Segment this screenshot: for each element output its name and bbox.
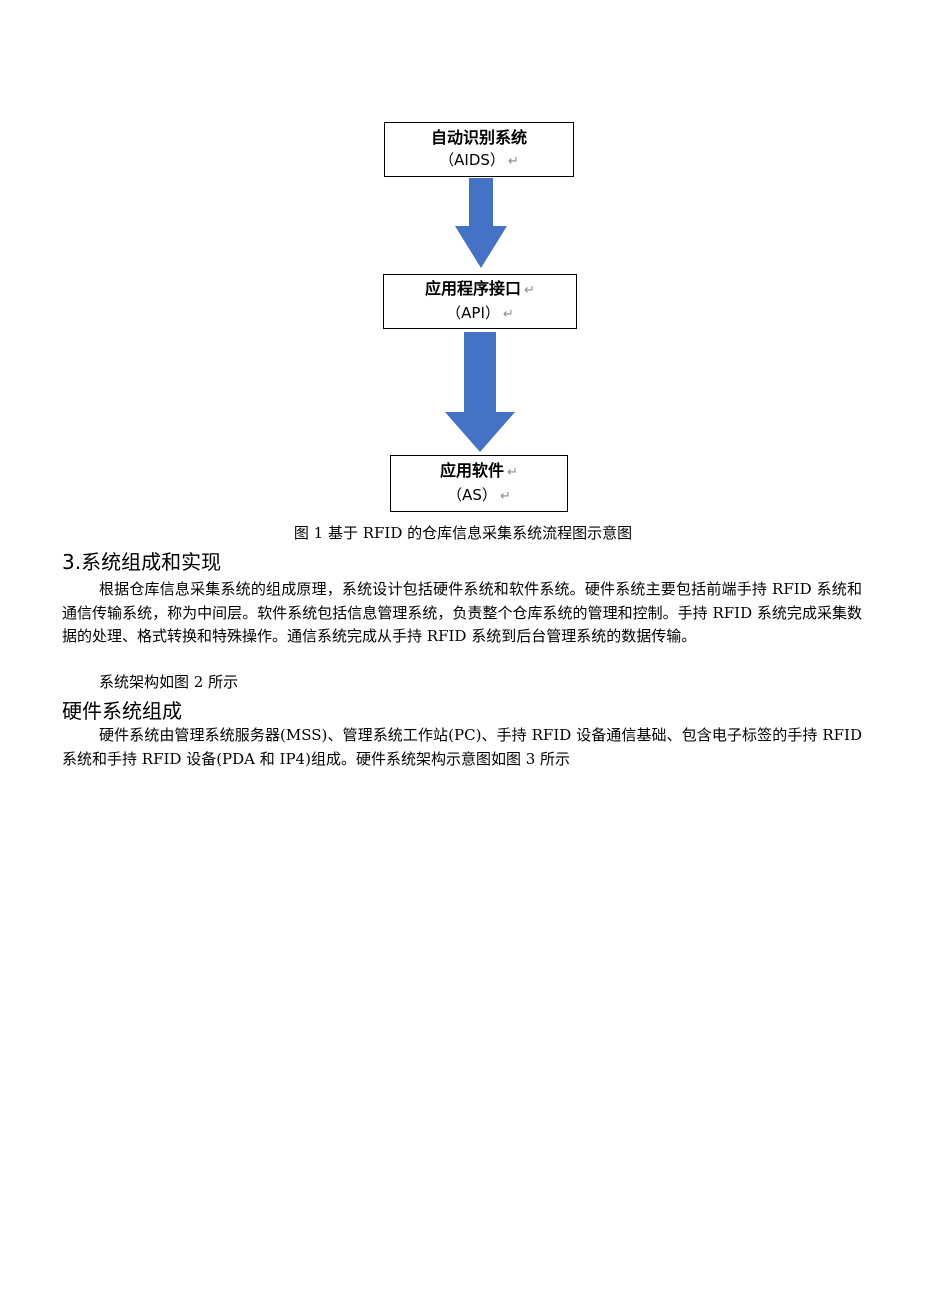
flow-box-api: 应用程序接口↵ （API）↵ — [383, 274, 577, 329]
return-mark-icon: ↵ — [524, 282, 535, 298]
return-mark-icon: ↵ — [499, 488, 511, 504]
return-mark-icon: ↵ — [502, 306, 514, 322]
down-arrow-icon — [455, 178, 507, 268]
figure-caption: 图 1 基于 RFID 的仓库信息采集系统流程图示意图 — [293, 524, 633, 542]
paragraph: 硬件系统由管理系统服务器(MSS)、管理系统工作站(PC)、手持 RFID 设备… — [62, 726, 862, 768]
box-api-sub: （API）↵ — [446, 303, 514, 322]
box-as-sub: （AS）↵ — [447, 485, 511, 504]
down-arrow-icon — [445, 332, 515, 452]
paragraph: 系统架构如图 2 所示 — [99, 673, 239, 691]
paragraph: 根据仓库信息采集系统的组成原理，系统设计包括硬件系统和软件系统。硬件系统主要包括… — [62, 580, 862, 645]
box-aids-sub: （AIDS）↵ — [439, 150, 519, 169]
box-api-title: 应用程序接口↵ — [425, 278, 535, 298]
return-mark-icon: ↵ — [507, 153, 519, 169]
box-aids-title: 自动识别系统 — [430, 127, 527, 147]
flow-box-aids: 自动识别系统 （AIDS）↵ — [384, 122, 574, 177]
box-as-title: 应用软件↵ — [440, 460, 518, 480]
section-heading: 3.系统组成和实现 — [62, 550, 222, 574]
subsection-heading: 硬件系统组成 — [62, 699, 182, 723]
flow-box-as: 应用软件↵ （AS）↵ — [390, 455, 568, 512]
return-mark-icon: ↵ — [507, 464, 518, 480]
